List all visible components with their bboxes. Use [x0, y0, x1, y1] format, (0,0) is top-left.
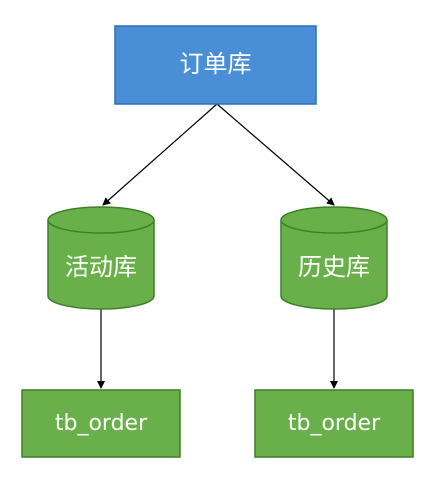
table-history-node: tb_order	[254, 389, 414, 458]
edge-root-to-db-history	[216, 103, 335, 206]
table-active-label: tb_order	[55, 411, 148, 436]
table-history-label: tb_order	[288, 411, 381, 436]
db-active-cylinder: 活动库	[47, 206, 155, 310]
table-active-node: tb_order	[21, 389, 181, 458]
root-node-label: 订单库	[180, 50, 252, 78]
db-history-label: 历史库	[298, 253, 370, 281]
root-node: 订单库	[114, 25, 317, 105]
edge-root-to-db-active	[102, 103, 218, 206]
db-active-label: 活动库	[65, 253, 137, 281]
db-history-cylinder: 历史库	[280, 206, 388, 310]
